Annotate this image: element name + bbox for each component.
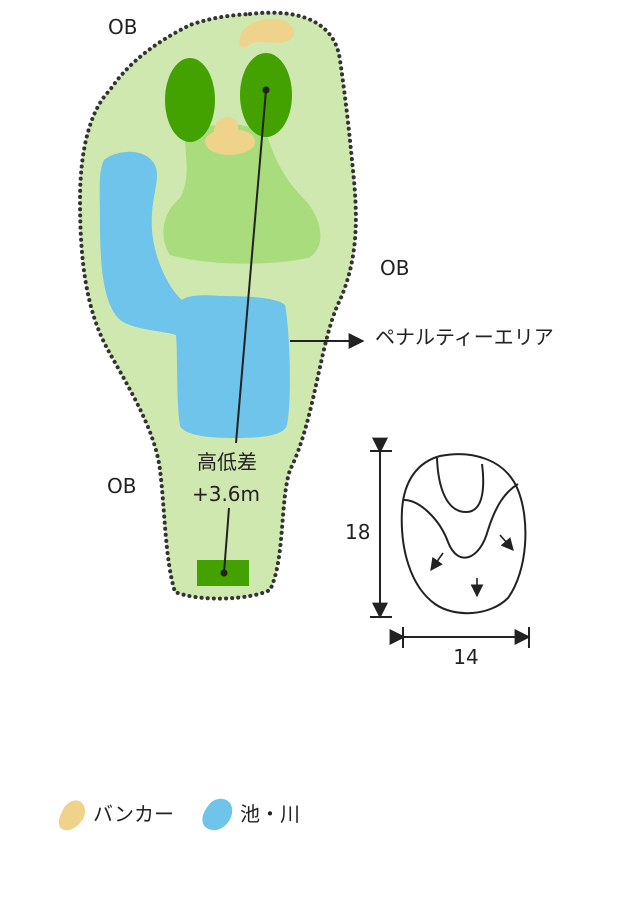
green-left — [165, 58, 215, 142]
pin-marker — [262, 86, 270, 94]
play-line-upper — [235, 89, 267, 444]
legend-bunker-label: バンカー — [93, 802, 174, 826]
slope-arrow-right — [499, 534, 514, 551]
legend-pond-label: 池・川 — [240, 802, 300, 826]
green-contour-1 — [436, 457, 485, 514]
play-line-lower — [223, 507, 230, 574]
ob-label-top: OB — [108, 15, 138, 39]
bunker-top — [239, 18, 294, 48]
bunker-middle — [205, 117, 255, 155]
green-depth-label: 18 — [345, 520, 371, 544]
green-width-label: 14 — [453, 645, 479, 669]
green-outline — [400, 453, 527, 615]
penalty-area-label: ペナルティーエリア — [375, 325, 554, 349]
legend-bunker-swatch — [58, 800, 86, 831]
elevation-value: +3.6m — [191, 482, 261, 506]
green-detail — [370, 437, 531, 648]
tee-marker — [220, 569, 228, 577]
legend-pond-swatch — [202, 798, 233, 831]
ob-label-right: OB — [380, 256, 410, 280]
ob-label-left: OB — [107, 474, 137, 498]
green-contour-2 — [403, 483, 519, 559]
elevation-title: 高低差 — [197, 450, 257, 474]
slope-arrow-left — [430, 552, 444, 572]
fairway — [163, 123, 321, 264]
